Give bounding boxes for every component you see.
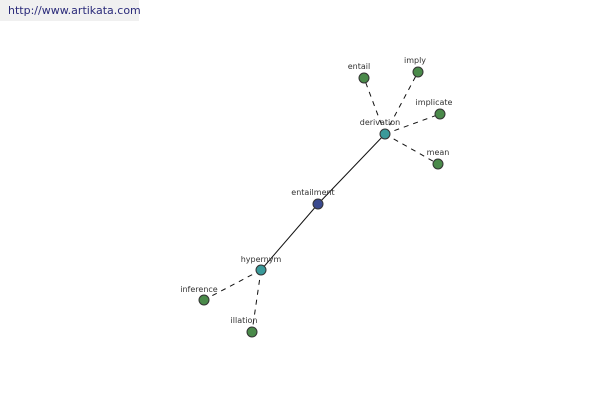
graph-node-entail[interactable]: entail bbox=[348, 62, 370, 84]
node-dot-implicate[interactable] bbox=[434, 108, 446, 120]
node-dot-hypernym[interactable] bbox=[255, 264, 267, 276]
node-label-derivation[interactable]: derivation bbox=[360, 118, 400, 127]
edge-hypernym-illation bbox=[251, 269, 262, 333]
graph-node-imply[interactable]: imply bbox=[404, 56, 426, 78]
edge-entailment-derivation bbox=[317, 133, 386, 205]
graph-node-entailment[interactable]: entailment bbox=[291, 188, 335, 210]
graph-node-derivation[interactable]: derivation bbox=[360, 118, 400, 140]
node-dot-inference[interactable] bbox=[198, 294, 210, 306]
node-label-inference[interactable]: inference bbox=[180, 285, 218, 294]
nodes-layer: entailment derivation hypernym entail imply i… bbox=[180, 56, 453, 338]
edges-layer bbox=[203, 71, 441, 333]
edge-derivation-mean bbox=[384, 133, 439, 165]
graph-node-hypernym[interactable]: hypernym bbox=[241, 255, 282, 276]
source-banner: http://www.artikata.com bbox=[0, 0, 141, 21]
graph-node-mean[interactable]: mean bbox=[427, 148, 450, 170]
node-dot-mean[interactable] bbox=[432, 158, 444, 170]
node-dot-entailment[interactable] bbox=[312, 198, 324, 210]
node-label-hypernym[interactable]: hypernym bbox=[241, 255, 282, 264]
source-url-link[interactable]: http://www.artikata.com bbox=[8, 4, 141, 17]
edge-derivation-imply bbox=[384, 71, 419, 135]
node-label-mean[interactable]: mean bbox=[427, 148, 450, 157]
node-label-entail[interactable]: entail bbox=[348, 62, 370, 71]
graph-node-implicate[interactable]: implicate bbox=[416, 98, 453, 120]
node-dot-illation[interactable] bbox=[246, 326, 258, 338]
edge-hypernym-inference bbox=[203, 269, 262, 301]
node-label-imply[interactable]: imply bbox=[404, 56, 426, 65]
node-dot-derivation[interactable] bbox=[379, 128, 391, 140]
node-dot-entail[interactable] bbox=[358, 72, 370, 84]
graph-node-illation[interactable]: illation bbox=[231, 316, 258, 338]
node-dot-imply[interactable] bbox=[412, 66, 424, 78]
graph-node-inference[interactable]: inference bbox=[180, 285, 218, 306]
node-label-illation[interactable]: illation bbox=[231, 316, 258, 325]
node-label-entailment[interactable]: entailment bbox=[291, 188, 334, 197]
edge-entailment-hypernym bbox=[260, 203, 319, 271]
node-label-implicate[interactable]: implicate bbox=[416, 98, 453, 107]
